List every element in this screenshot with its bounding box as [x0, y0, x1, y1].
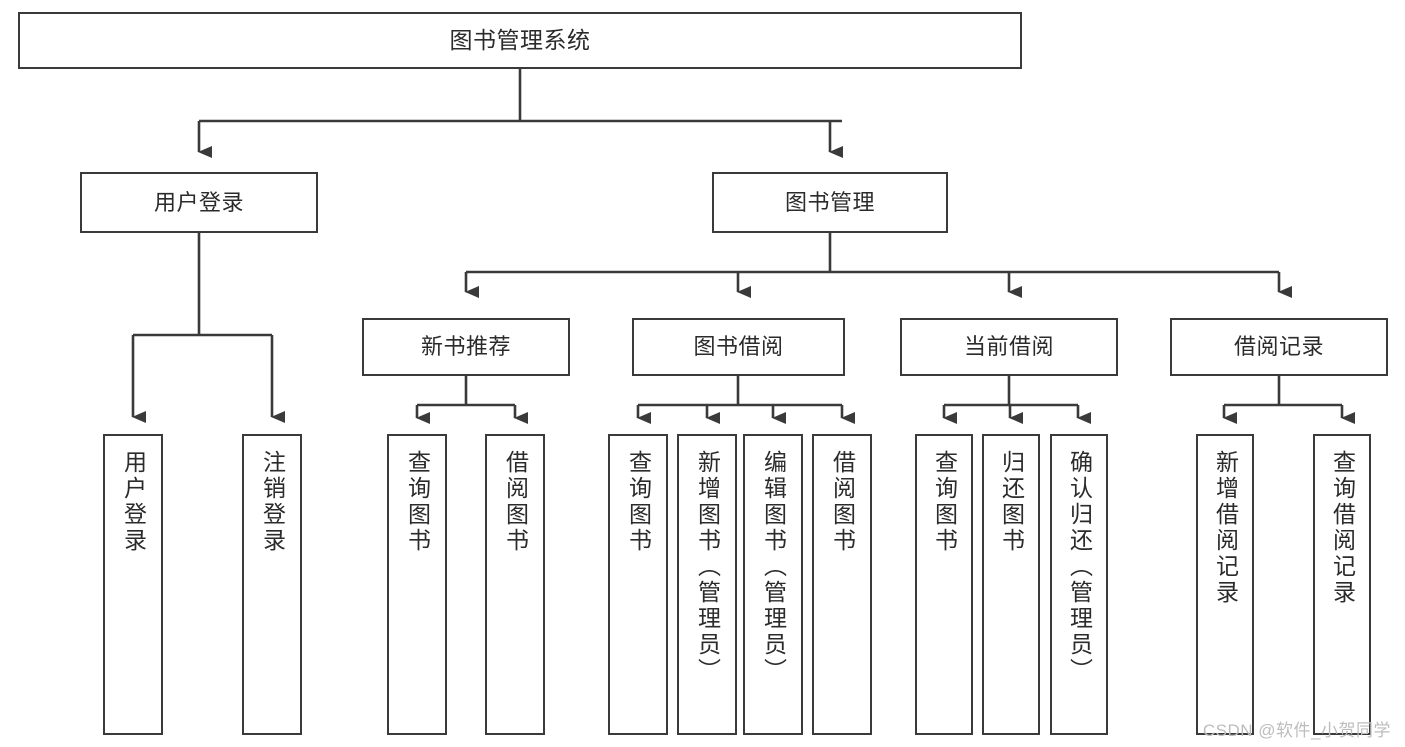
leaf-add-record[interactable]: 新增借阅记录: [1196, 434, 1254, 735]
node-root-label: 图书管理系统: [449, 26, 591, 53]
leaf-return-book[interactable]: 归还图书: [982, 434, 1040, 735]
leaf-query-record-label: 查询借阅记录: [1329, 450, 1356, 606]
node-book-borrow[interactable]: 图书借阅: [632, 318, 845, 376]
node-user-login-label: 用户登录: [153, 189, 244, 215]
node-borrow-record[interactable]: 借阅记录: [1170, 318, 1388, 376]
leaf-user-login[interactable]: 用户登录: [103, 434, 163, 735]
leaf-query-record[interactable]: 查询借阅记录: [1313, 434, 1371, 735]
leaf-borrow-book-2-label: 借阅图书: [829, 450, 856, 554]
watermark: CSDN @软件_小贺同学: [1202, 721, 1391, 740]
leaf-query-book-2[interactable]: 查询图书: [608, 434, 668, 735]
node-book-manage[interactable]: 图书管理: [712, 172, 948, 233]
leaf-edit-book-label: 编辑图书（管理员）: [760, 450, 787, 684]
leaf-confirm-return-label: 确认归还（管理员）: [1066, 450, 1093, 684]
node-root[interactable]: 图书管理系统: [18, 12, 1022, 69]
node-new-book-recommend[interactable]: 新书推荐: [362, 318, 570, 376]
leaf-user-login-label: 用户登录: [120, 450, 147, 554]
node-book-manage-label: 图书管理: [784, 189, 875, 215]
leaf-borrow-book-1[interactable]: 借阅图书: [485, 434, 545, 735]
leaf-query-book-1[interactable]: 查询图书: [387, 434, 447, 735]
leaf-add-record-label: 新增借阅记录: [1212, 450, 1239, 606]
leaf-borrow-book-2[interactable]: 借阅图书: [812, 434, 872, 735]
leaf-return-book-label: 归还图书: [998, 450, 1025, 554]
leaf-confirm-return[interactable]: 确认归还（管理员）: [1050, 434, 1108, 735]
leaf-query-book-3[interactable]: 查询图书: [915, 434, 973, 735]
node-new-book-recommend-label: 新书推荐: [420, 334, 511, 360]
node-current-borrow-label: 当前借阅: [963, 334, 1054, 360]
node-borrow-record-label: 借阅记录: [1233, 334, 1324, 360]
node-user-login[interactable]: 用户登录: [80, 172, 318, 233]
leaf-query-book-2-label: 查询图书: [625, 450, 652, 554]
leaf-add-book-label: 新增图书（管理员）: [694, 450, 721, 684]
leaf-query-book-3-label: 查询图书: [931, 450, 958, 554]
node-book-borrow-label: 图书借阅: [693, 334, 784, 360]
leaf-edit-book[interactable]: 编辑图书（管理员）: [743, 434, 803, 735]
node-current-borrow[interactable]: 当前借阅: [900, 318, 1118, 376]
leaf-add-book[interactable]: 新增图书（管理员）: [677, 434, 737, 735]
leaf-query-book-1-label: 查询图书: [404, 450, 431, 554]
leaf-borrow-book-1-label: 借阅图书: [502, 450, 529, 554]
leaf-logout-login[interactable]: 注销登录: [242, 434, 302, 735]
leaf-logout-login-label: 注销登录: [259, 450, 286, 554]
